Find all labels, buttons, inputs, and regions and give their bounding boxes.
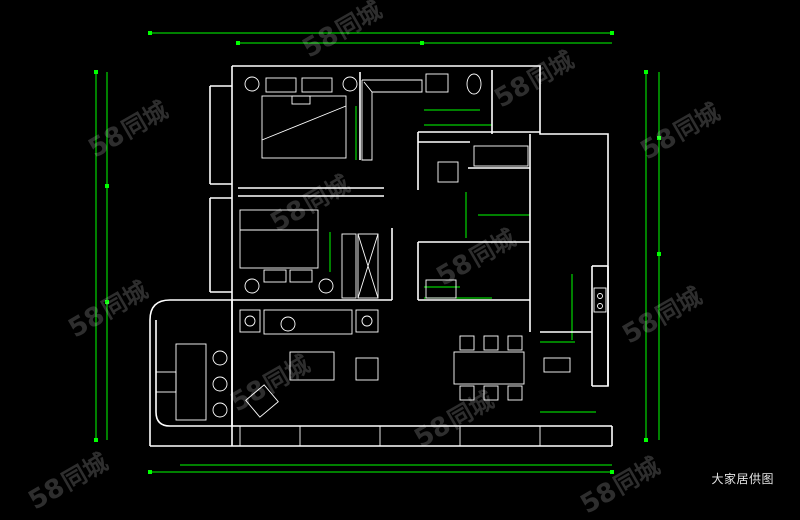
floor-plan-drawing: [94, 31, 661, 474]
dimension-ticks: [94, 31, 661, 474]
image-caption: 大家居供图: [711, 472, 774, 486]
dimension-lines: [95, 32, 660, 473]
walls: [149, 65, 613, 447]
furniture: [155, 73, 607, 446]
